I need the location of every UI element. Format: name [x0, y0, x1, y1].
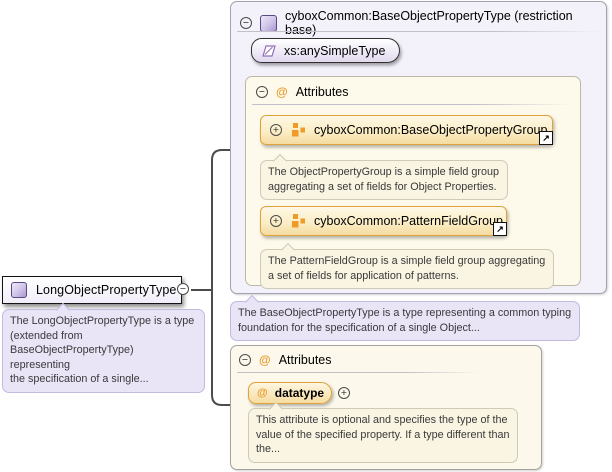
attribute-group-icon [292, 214, 305, 228]
attribute-group-doc-balloon: The PatternFieldGroup is a simple field … [260, 249, 555, 290]
attributes-header: − @ Attributes [239, 353, 332, 367]
attribute-icon: @ [257, 387, 268, 399]
expand-toggle-icon[interactable]: + [270, 124, 282, 136]
collapse-toggle-icon[interactable]: − [177, 283, 189, 295]
expand-toggle-icon[interactable]: + [270, 215, 282, 227]
complex-type-icon [11, 282, 27, 298]
attributes-header: − @ Attributes [256, 85, 349, 99]
attribute-icon: @ [276, 85, 288, 99]
simple-type-node[interactable]: xs:anySimpleType [251, 38, 401, 63]
attribute-group-node[interactable]: + cyboxCommon:PatternFieldGroup ↗ [260, 206, 507, 236]
attribute-group-doc-balloon: The ObjectPropertyGroup is a simple fiel… [260, 160, 509, 201]
expand-toggle-icon[interactable]: + [338, 387, 350, 399]
base-type-panel: − cyboxCommon:BaseObjectPropertyType (re… [230, 1, 607, 294]
separator [237, 31, 602, 32]
separator [237, 372, 479, 373]
complex-type-icon [260, 14, 277, 32]
attribute-doc-balloon: This attribute is optional and specifies… [248, 408, 519, 463]
root-type-label: LongObjectPropertyType [36, 283, 177, 297]
collapse-toggle-icon[interactable]: − [256, 86, 268, 98]
simple-type-icon [262, 44, 276, 57]
attribute-group-node[interactable]: + cyboxCommon:BaseObjectPropertyGroup ↗ [260, 115, 553, 145]
attributes-panel: − @ Attributes @ datatype + This attribu… [230, 345, 542, 470]
separator [252, 104, 572, 105]
attribute-node-datatype[interactable]: @ datatype [248, 382, 332, 404]
base-type-title: cyboxCommon:BaseObjectPropertyType (rest… [285, 9, 573, 37]
base-type-doc-balloon: The BaseObjectPropertyType is a type rep… [230, 301, 581, 342]
simple-type-label: xs:anySimpleType [284, 43, 386, 58]
attributes-section: − @ Attributes + cyboxCommon:BaseObjectP… [245, 76, 581, 290]
attributes-title: Attributes [295, 85, 349, 99]
attribute-group-label: cyboxCommon:PatternFieldGroup [314, 214, 503, 228]
attribute-name: datatype [274, 386, 325, 400]
root-type-doc-balloon: The LongObjectPropertyType is a type (ex… [2, 309, 205, 393]
attributes-title: Attributes [278, 353, 332, 367]
collapse-toggle-icon[interactable]: − [239, 354, 251, 366]
base-type-header: − cyboxCommon:BaseObjectPropertyType (re… [240, 9, 606, 37]
link-arrow-icon[interactable]: ↗ [493, 222, 507, 236]
collapse-toggle-icon[interactable]: − [240, 17, 252, 29]
link-arrow-icon[interactable]: ↗ [539, 131, 553, 145]
root-type-node[interactable]: LongObjectPropertyType [2, 276, 182, 304]
attribute-icon: @ [259, 353, 271, 367]
attribute-group-icon [292, 123, 305, 137]
attribute-group-label: cyboxCommon:BaseObjectPropertyGroup [314, 123, 548, 137]
